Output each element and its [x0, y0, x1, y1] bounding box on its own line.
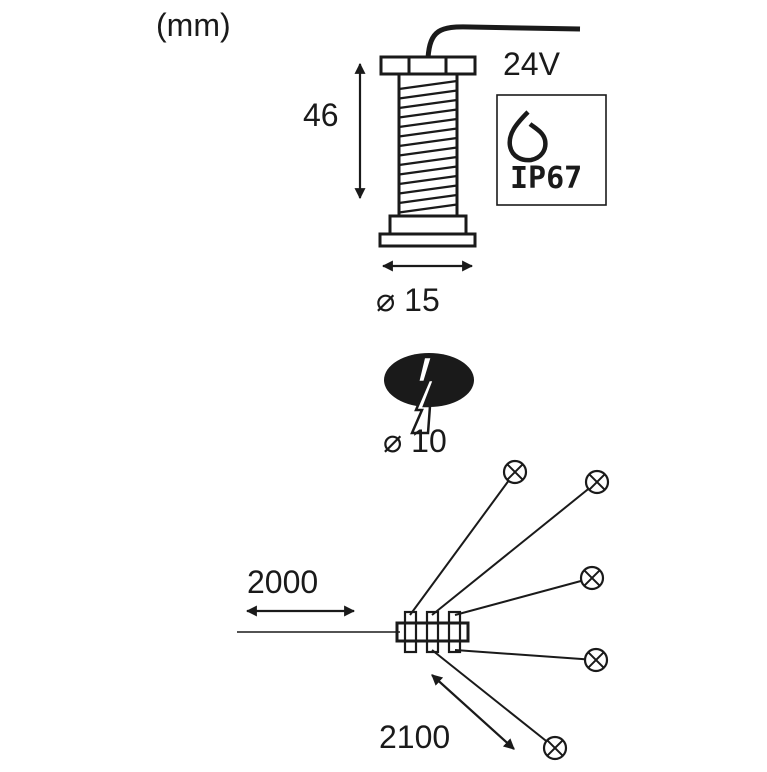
branch-cable — [454, 579, 582, 616]
unit-label: (mm) — [156, 7, 231, 43]
height-label: 46 — [303, 97, 339, 133]
ip-rating-box: IP67 — [496, 94, 607, 206]
branch-cable — [431, 488, 590, 616]
thread-line — [398, 108, 458, 119]
thread-line — [398, 98, 458, 110]
lamp-icon — [502, 459, 528, 485]
thread-line — [398, 165, 458, 176]
branch-cable — [454, 649, 586, 661]
cutout-label: ⌀ 10 — [383, 423, 447, 459]
diameter-label: ⌀ 15 — [376, 282, 440, 318]
water-drop-icon — [507, 110, 548, 163]
thread-line — [398, 174, 458, 186]
power-cable — [425, 24, 581, 59]
thread-line — [398, 117, 458, 129]
thread-line — [398, 155, 458, 167]
branch-cable — [409, 480, 510, 616]
thread-line — [398, 203, 458, 214]
thread-lines — [398, 79, 458, 214]
distributor-block — [395, 610, 470, 654]
branch-cable-length-label: 2100 — [379, 719, 450, 755]
thread-line — [398, 127, 458, 138]
thread-line — [398, 146, 458, 157]
fixture-side-view — [378, 55, 477, 248]
branch-cable-dimension-arrow — [431, 674, 515, 750]
voltage-label: 24V — [503, 46, 561, 82]
lamp-icon — [583, 647, 609, 673]
lamp-icon — [584, 469, 610, 495]
drill-hole-icon — [384, 353, 474, 435]
thread-line — [398, 79, 458, 91]
lamp-branches — [409, 459, 610, 761]
lead-cable-length-label: 2000 — [247, 564, 318, 600]
thread-line — [398, 136, 458, 148]
lamp-icon — [579, 565, 605, 591]
thread-line — [398, 193, 458, 205]
wiring-diagram: 2000 2100 — [237, 459, 610, 761]
thread-line — [398, 89, 458, 100]
ip-rating-label: IP67 — [510, 161, 582, 196]
lamp-icon — [542, 735, 568, 761]
thread-line — [398, 184, 458, 195]
